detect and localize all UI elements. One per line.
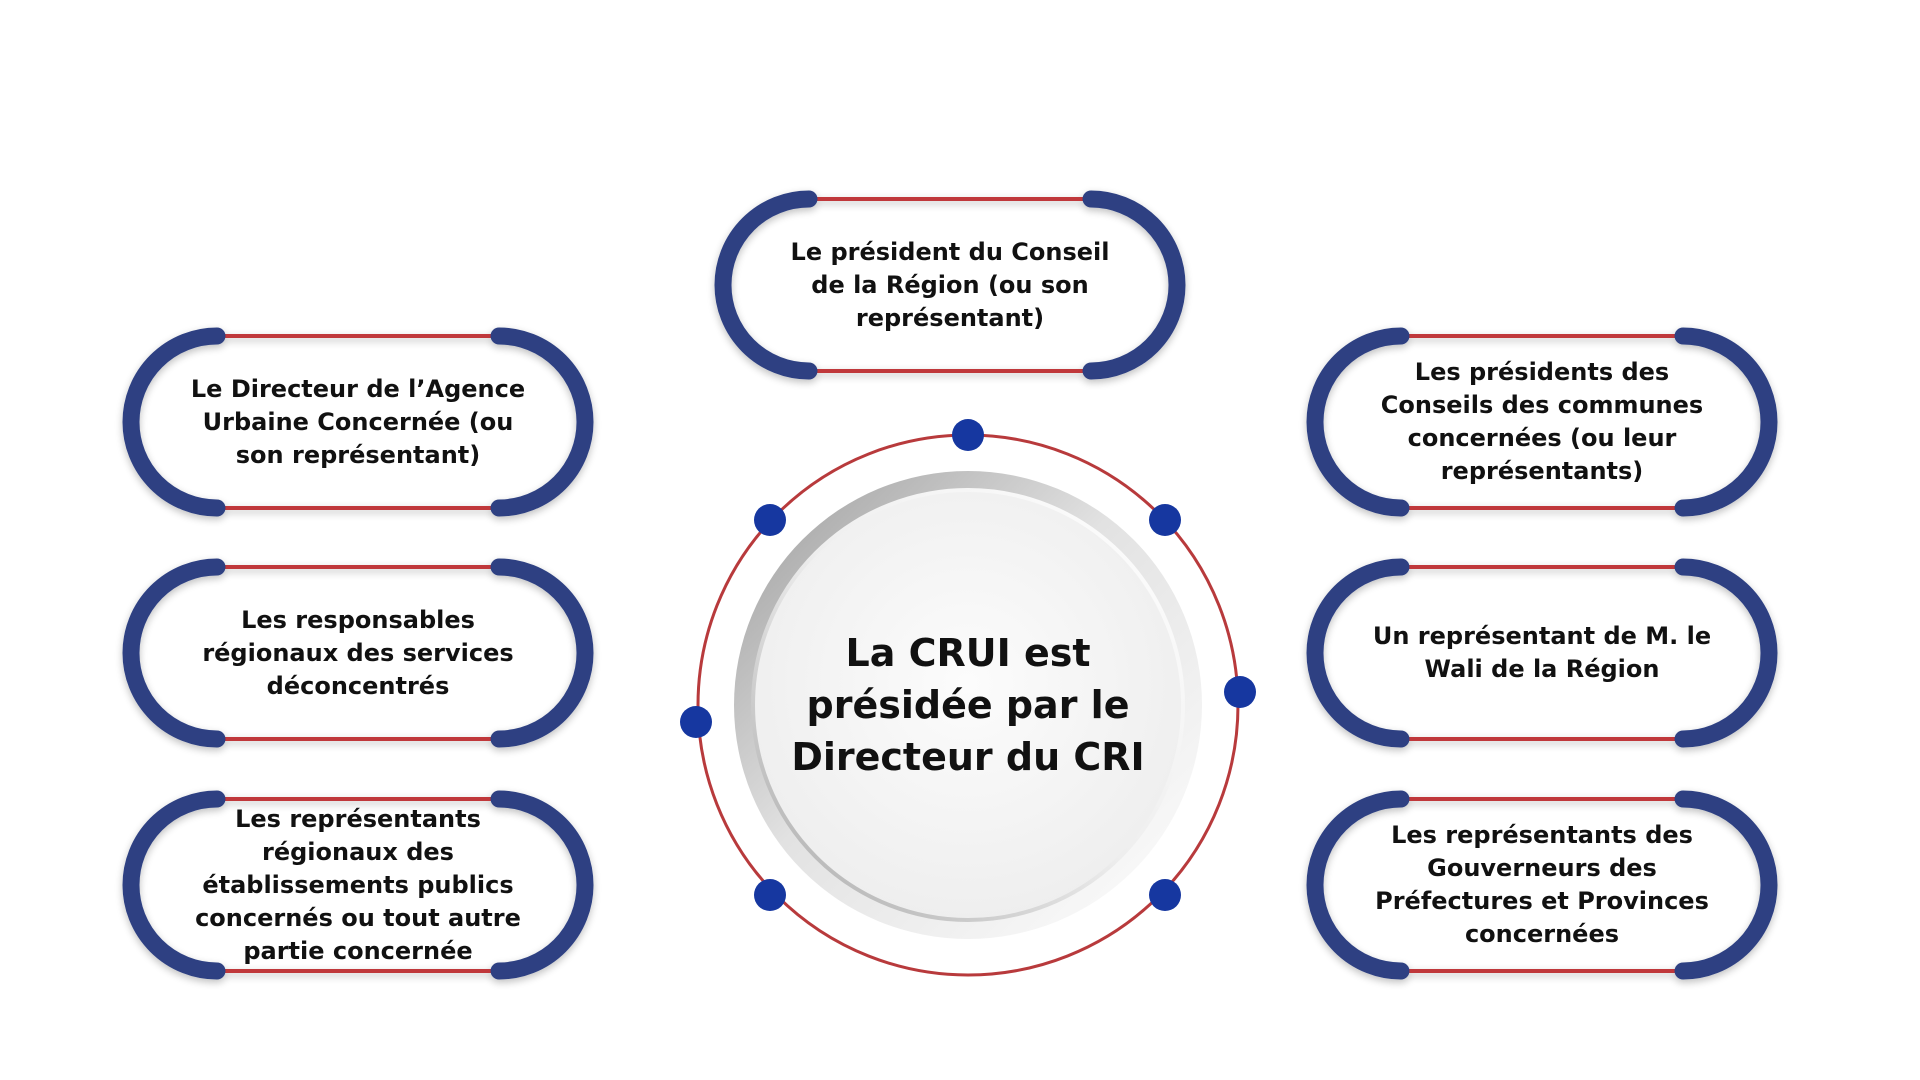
ring-node-upper-left [754,504,786,536]
member-frame-arc-right [490,327,594,517]
member-frame-right-1 [1306,327,1778,517]
center-title: La CRUI est présidée par le Directeur du… [791,631,1145,779]
ring-node-upper-right [1149,504,1181,536]
member-right-2-text: Un représentant de M. le Wali de la Régi… [1372,622,1712,683]
member-left-2-text: Les responsables régionaux des services … [202,605,514,700]
member-frame-left-2 [122,558,594,748]
member-frame-arc-left [122,558,226,748]
ring-node-top [952,419,984,451]
member-frame-right-2 [1306,558,1778,748]
member-frame-arc-right [490,558,594,748]
member-frame-arc-right [1674,327,1778,517]
member-frame-left-1 [122,327,594,517]
member-frame-left-3 [122,790,594,980]
ring-node-right [1224,676,1256,708]
member-top-text: Le président du Conseil de la Région (ou… [790,237,1110,332]
member-left-1-text: Le Directeur de l’Agence Urbaine Concern… [190,374,526,469]
member-left-3-text: Les représentants régionaux des établiss… [195,804,521,965]
ring-node-lower-left [754,879,786,911]
member-frame-arc-right [1674,790,1778,980]
member-frame-right-3 [1306,790,1778,980]
member-frame-arc-right [1082,190,1186,380]
member-right-3-text: Les représentants des Gouverneurs des Pr… [1375,821,1709,948]
center-disc [751,488,1185,922]
member-frame-arc-left [1306,558,1410,748]
member-frame-arc-left [122,327,226,517]
member-frame-arc-left [714,190,818,380]
member-frames [122,190,1778,980]
member-frame-arc-right [1674,558,1778,748]
ring-node-lower-right [1149,879,1181,911]
member-frame-top [714,190,1186,380]
ring-node-left [680,706,712,738]
member-frame-arc-right [490,790,594,980]
member-frame-arc-left [122,790,226,980]
member-frame-arc-left [1306,327,1410,517]
member-right-1-text: Les présidents des Conseils des communes… [1380,358,1704,485]
member-frame-arc-left [1306,790,1410,980]
